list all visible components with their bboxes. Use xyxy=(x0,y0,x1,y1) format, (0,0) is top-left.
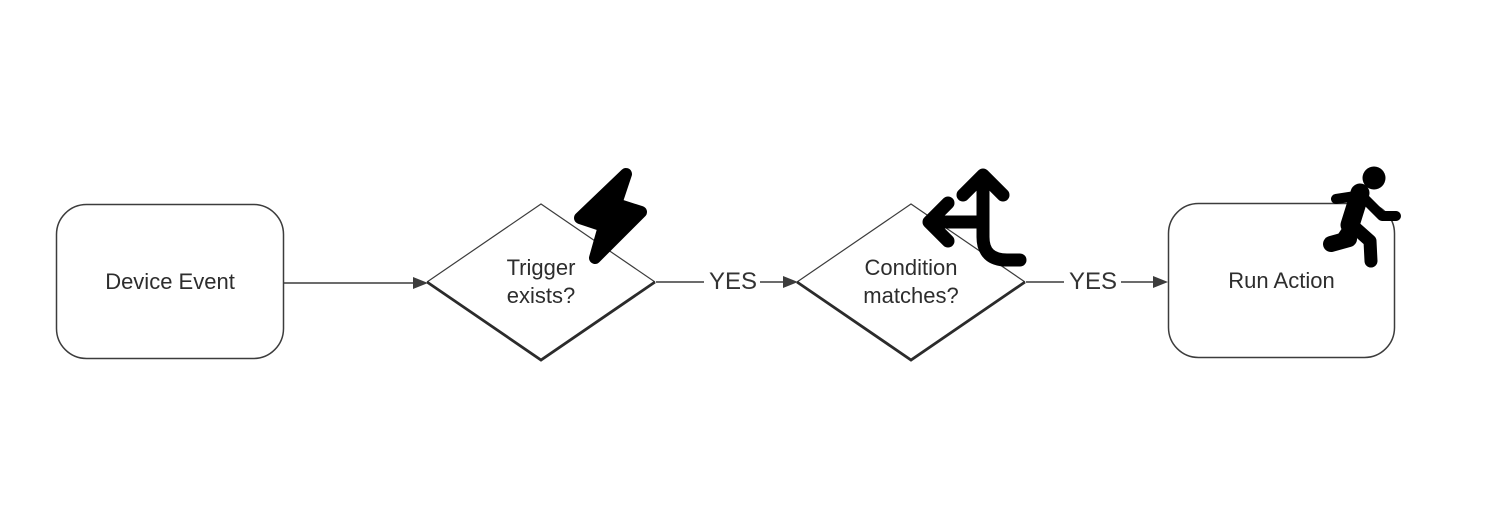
directions-fork-icon xyxy=(922,168,1027,267)
node-device-event-shape xyxy=(55,203,285,360)
connector-device-to-trigger xyxy=(284,277,428,289)
connector-trigger-to-condition xyxy=(656,276,798,288)
lightning-bolt-icon xyxy=(574,168,647,264)
connector-condition-to-run xyxy=(1026,276,1168,288)
node-condition-matches-shape xyxy=(796,203,1026,362)
running-person-icon xyxy=(1323,166,1401,268)
